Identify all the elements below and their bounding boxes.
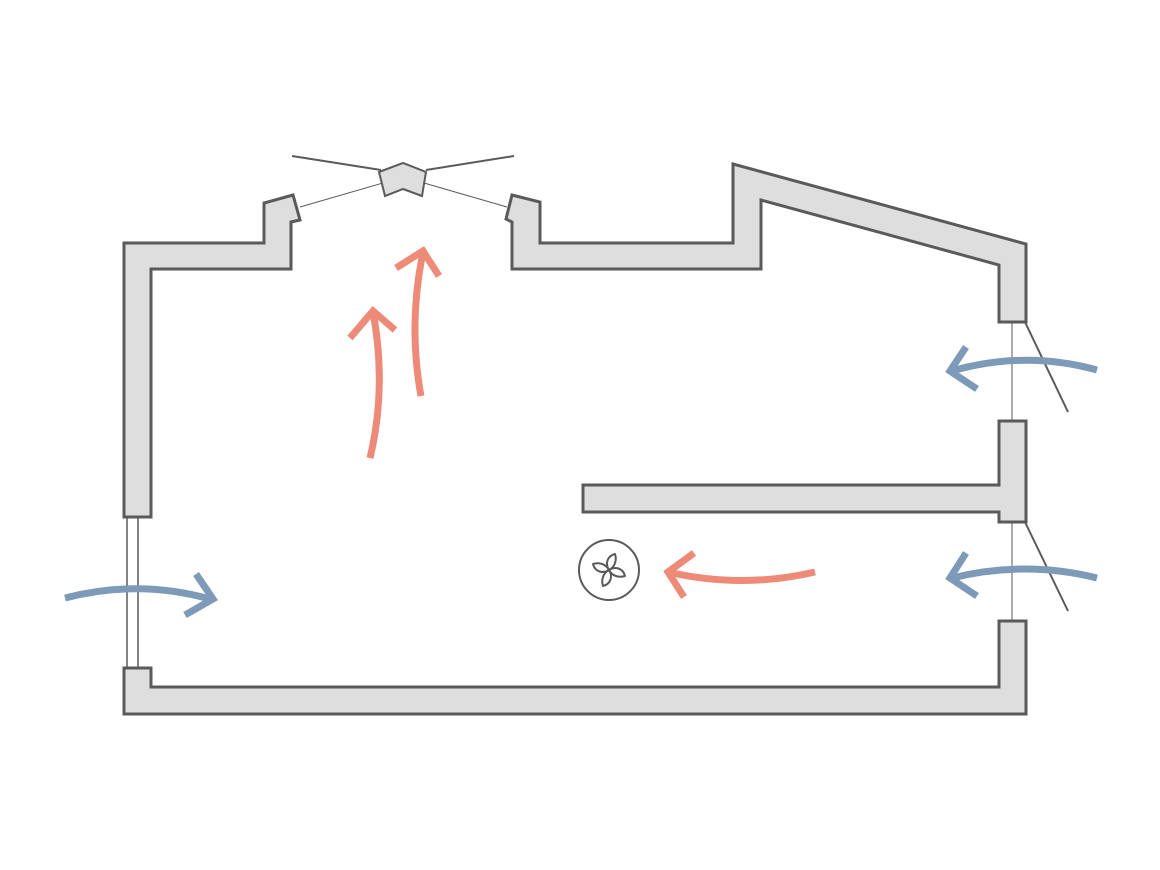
wall-top-right (504, 162, 1028, 324)
warm-airflow (347, 246, 816, 599)
skylight-glass-left (299, 182, 384, 208)
skylight-glass-right (423, 182, 508, 208)
cool-arrow-right-lower-head (945, 551, 979, 599)
skylight (291, 155, 515, 208)
wall-left-lower (122, 619, 1028, 716)
cool-arrow-right-upper (951, 356, 1098, 375)
warm-arrow-2-head (394, 246, 442, 278)
cool-airflow (64, 345, 1098, 619)
window-left (126, 517, 139, 668)
skylight-sash-right (425, 155, 515, 171)
wall-right-middle (581, 419, 1028, 524)
warm-arrow-2 (411, 251, 427, 397)
warm-arrow-3 (667, 568, 816, 584)
cool-arrow-left (64, 585, 211, 603)
skylight-frame (377, 161, 428, 198)
skylight-sash-left (291, 155, 382, 171)
wall-left-top (122, 193, 302, 519)
window-right-upper (1011, 321, 1069, 421)
warm-arrow-1 (366, 311, 383, 459)
fan-icon (578, 539, 640, 601)
warm-arrow-3-head (663, 550, 697, 599)
walls (122, 162, 1028, 716)
cool-arrow-right-upper-head (945, 345, 979, 392)
cool-arrow-left-head (183, 572, 219, 619)
warm-arrow-1-head (347, 306, 398, 341)
cool-arrow-right-lower (951, 565, 1098, 582)
